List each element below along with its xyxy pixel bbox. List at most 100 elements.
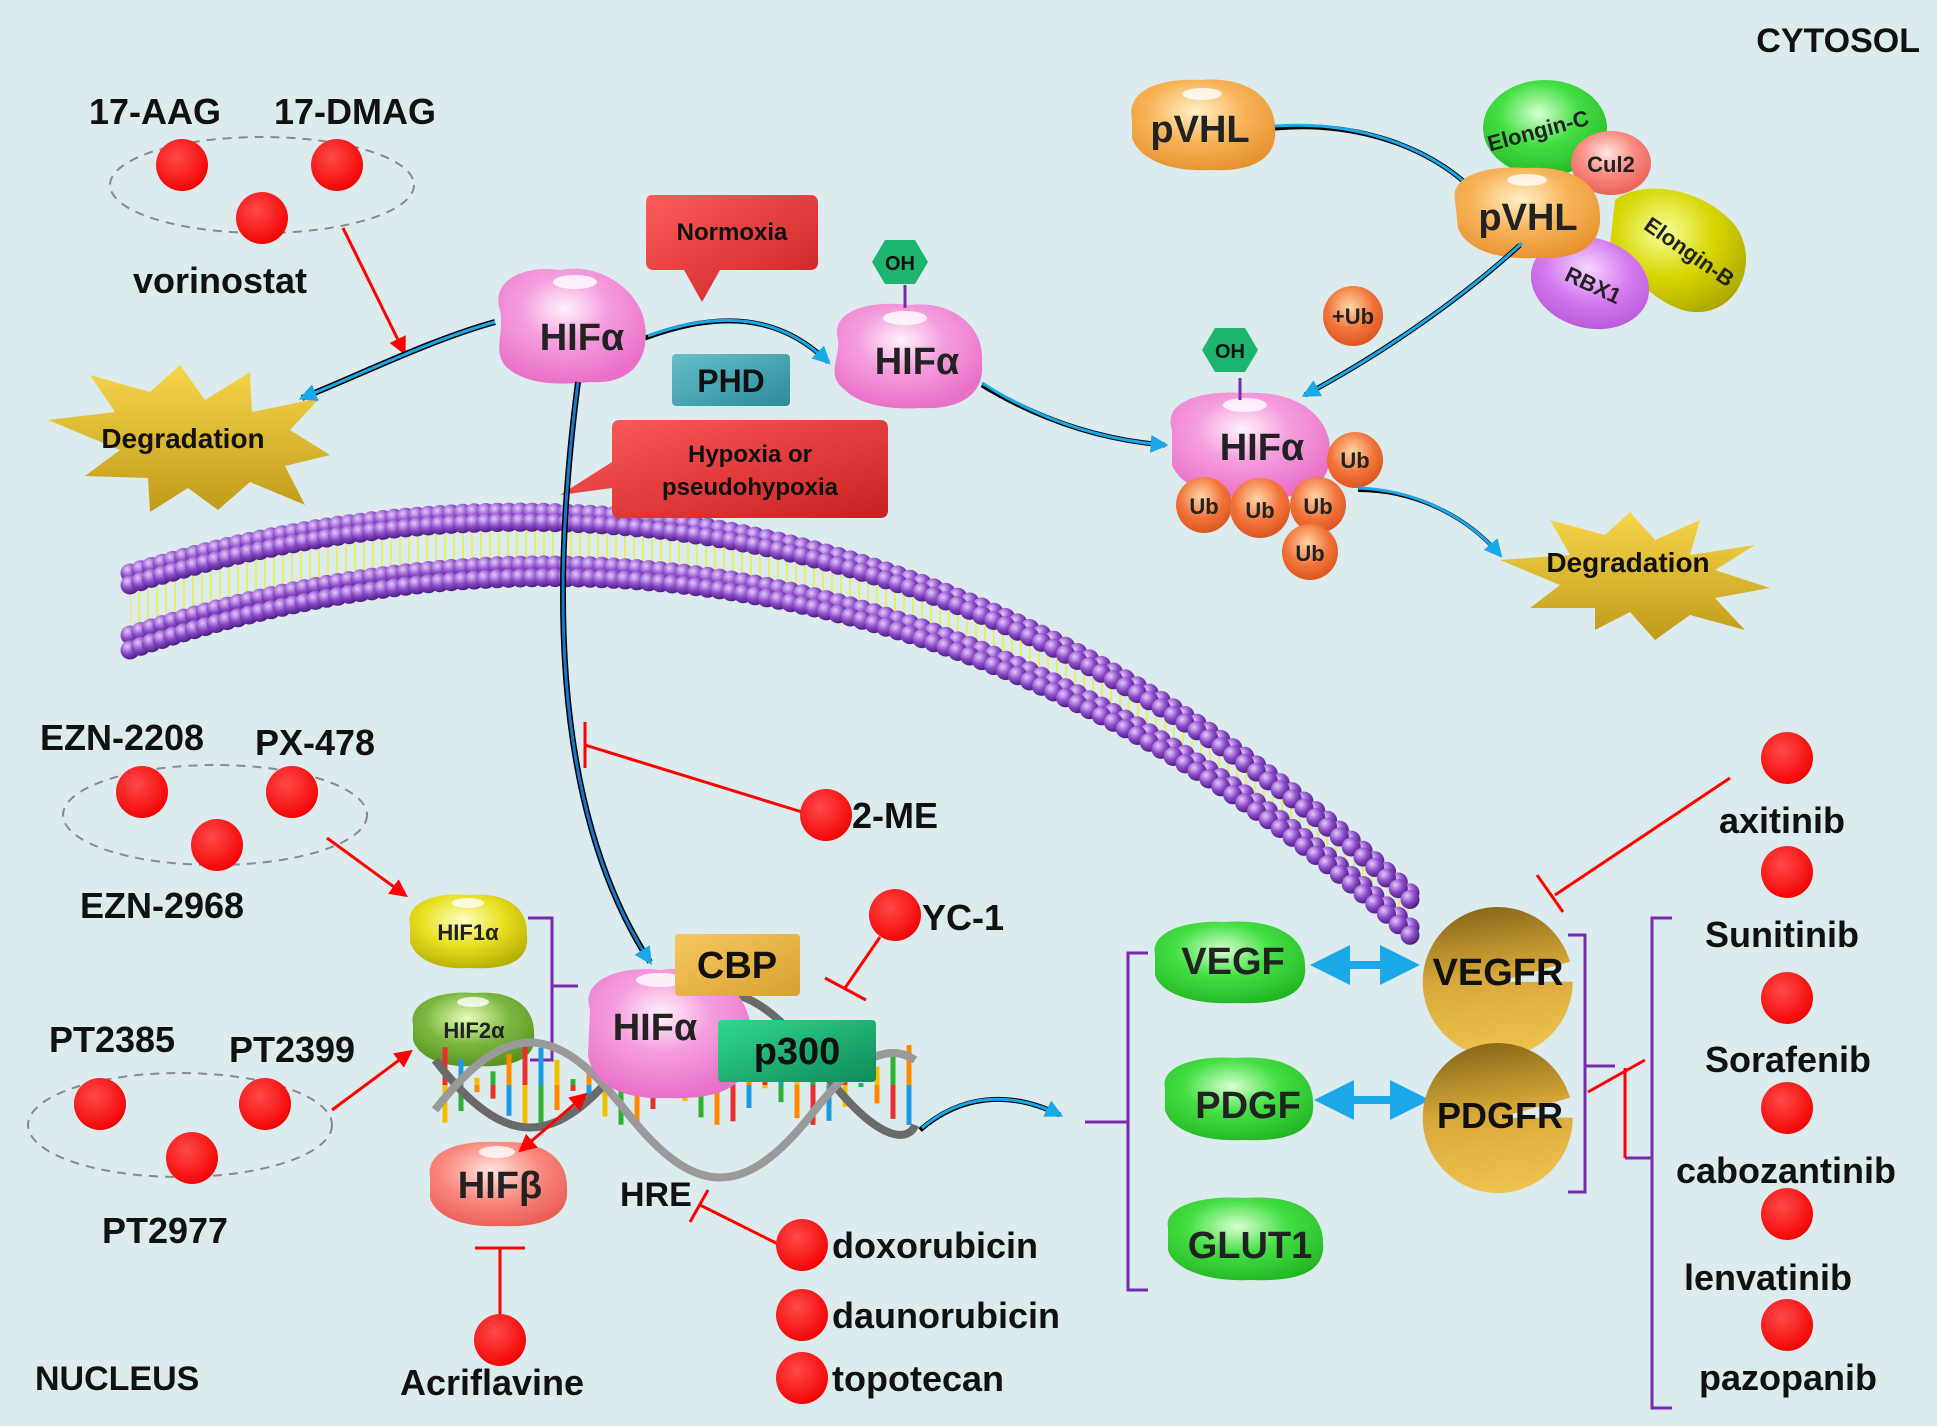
p300-box: p300 <box>718 1020 876 1082</box>
hifa-to-degradation-arrowhead <box>298 320 496 402</box>
cell-membrane <box>120 502 1420 945</box>
ub-label: Ub <box>1295 541 1324 566</box>
ubiquitin <box>1282 524 1338 580</box>
hifa-to-hydroxylation-arrowhead <box>647 318 831 365</box>
inhibitor-dot <box>1761 1188 1813 1240</box>
transcription-arrowhead <box>921 1097 1064 1130</box>
oh-label: OH <box>885 253 915 275</box>
inhibitor-dot <box>74 1078 126 1130</box>
cul2: Cul2 <box>1571 131 1651 195</box>
ub-label: Ub <box>1340 448 1369 473</box>
label-yc1: YC-1 <box>922 897 1004 938</box>
vegfr-label: VEGFR <box>1433 952 1564 994</box>
inhibitor-dot <box>776 1352 828 1404</box>
acriflavine-inhibition: Acriflavine <box>400 1246 584 1403</box>
tki-list: axitinibSunitinibSorafenibcabozantinible… <box>1676 732 1896 1398</box>
label-lenvatinib: lenvatinib <box>1684 1257 1852 1298</box>
hif-alpha-cytosol: HIFα <box>498 268 646 384</box>
label-daunorubicin: daunorubicin <box>832 1295 1060 1336</box>
hypoxia-callout: Hypoxia or pseudohypoxia <box>560 420 888 518</box>
oh-label: OH <box>1215 341 1245 363</box>
hydroxy-to-ubiquitinated-arrowhead <box>981 381 1169 453</box>
phd-label: PHD <box>697 363 765 399</box>
pdgfr-label: PDGFR <box>1437 1095 1563 1136</box>
label-vorinostat: vorinostat <box>133 260 307 301</box>
label-acriflavine: Acriflavine <box>400 1362 584 1403</box>
label-17-dmag: 17-DMAG <box>274 91 436 132</box>
vegf: VEGF <box>1154 921 1306 1004</box>
hif-alpha-label: HIFα <box>1220 427 1305 469</box>
ubiquitin <box>1230 478 1290 538</box>
degradation-burst-right: Degradation <box>1500 512 1770 640</box>
hif-mrna-inhibitor-group: EZN-2208 PX-478 EZN-2968 <box>40 717 408 926</box>
p300-label: p300 <box>754 1031 841 1073</box>
receptor-bracket <box>1568 933 1615 1194</box>
hif1a-label: HIF1α <box>437 920 499 945</box>
inhibitor-dot <box>239 1078 291 1130</box>
inhibitor-dot <box>1761 1299 1813 1351</box>
inhibitor-dot <box>156 139 208 191</box>
promote-arrow <box>331 1049 413 1112</box>
inhibitor-dot <box>116 766 168 818</box>
ubiquitin-chain: Ub Ub Ub Ub Ub <box>1176 432 1383 580</box>
axitinib-inhibition-bar <box>1535 874 1565 913</box>
glut1-label: GLUT1 <box>1188 1225 1313 1267</box>
ubiquitinated-to-degradation-arrow <box>1357 488 1502 557</box>
axitinib-inhibition-line <box>1554 776 1731 897</box>
e3-ligase-complex: Elongin-C Elongin-B RBX1 Cul2 pVHL <box>1454 80 1747 330</box>
inhibitor-dot <box>1761 1082 1813 1134</box>
label-ezn-2208: EZN-2208 <box>40 717 204 758</box>
ub-label: Ub <box>1189 494 1218 519</box>
normoxia-callout: Normoxia <box>646 195 818 302</box>
hypoxia-label-line1: Hypoxia or <box>688 441 812 468</box>
normoxia-label: Normoxia <box>677 219 788 246</box>
nucleus-label: NUCLEUS <box>35 1360 199 1398</box>
cbp-label: CBP <box>697 945 777 987</box>
inhibitor-dot <box>474 1314 526 1366</box>
2me-inhibition: 2-ME <box>583 722 938 841</box>
phospholipid-head <box>1400 925 1420 945</box>
ubiquitin <box>1290 477 1346 533</box>
hre-inhibition-bar <box>688 1189 710 1223</box>
degradation-label: Degradation <box>1546 547 1709 578</box>
label-2me: 2-ME <box>852 795 938 836</box>
inhibitor-dot <box>166 1132 218 1184</box>
hif-alpha-ubiquitinated: OH HIFα Ub Ub Ub Ub Ub <box>1170 328 1383 580</box>
phd-box: PHD <box>672 354 790 406</box>
phospholipid-head <box>1400 890 1420 909</box>
isoform-bracket <box>528 916 578 1062</box>
dimerization-arrow <box>518 1092 588 1153</box>
tki-inhibition-bar <box>1587 1058 1646 1094</box>
hypoxia-label-line2: pseudohypoxia <box>662 474 839 501</box>
label-doxorubicin: doxorubicin <box>832 1225 1038 1266</box>
hif-alpha-label: HIFα <box>875 341 960 383</box>
hif-beta: HIFβ <box>429 1141 568 1227</box>
inhibitor-dot <box>266 766 318 818</box>
hydroxy-to-ubiquitinated-arrow <box>980 382 1166 448</box>
inhibitor-dot <box>776 1219 828 1271</box>
label-ezn-2968: EZN-2968 <box>80 885 244 926</box>
plus-ub: +Ub <box>1323 286 1383 346</box>
hif-beta-label: HIFβ <box>458 1165 542 1207</box>
oh-hexagon <box>1202 328 1258 372</box>
label-topotecan: topotecan <box>832 1358 1004 1399</box>
pvhl-label: pVHL <box>1150 109 1249 151</box>
promote-arrow <box>326 836 408 898</box>
pvhl-free: pVHL <box>1131 79 1276 171</box>
vegf-label: VEGF <box>1181 941 1284 983</box>
hif-alpha-label: HIFα <box>540 317 625 359</box>
pdgfr: PDGFR <box>1422 1043 1573 1193</box>
inhibitor-dot <box>1761 732 1813 784</box>
hre-label: HRE <box>620 1176 692 1214</box>
label-pt2385: PT2385 <box>49 1019 175 1060</box>
pvhl-bound-label: pVHL <box>1478 197 1577 239</box>
label-pt2399: PT2399 <box>229 1029 355 1070</box>
hif-alpha-hydroxylated: OH HIFα <box>834 240 983 409</box>
plus-ub-label: +Ub <box>1332 304 1374 329</box>
glut1: GLUT1 <box>1167 1197 1324 1281</box>
ub-label: Ub <box>1303 494 1332 519</box>
hre-inhibition-line <box>699 1203 781 1247</box>
inhibitor-dot <box>311 139 363 191</box>
label-sorafenib: Sorafenib <box>1705 1039 1871 1080</box>
